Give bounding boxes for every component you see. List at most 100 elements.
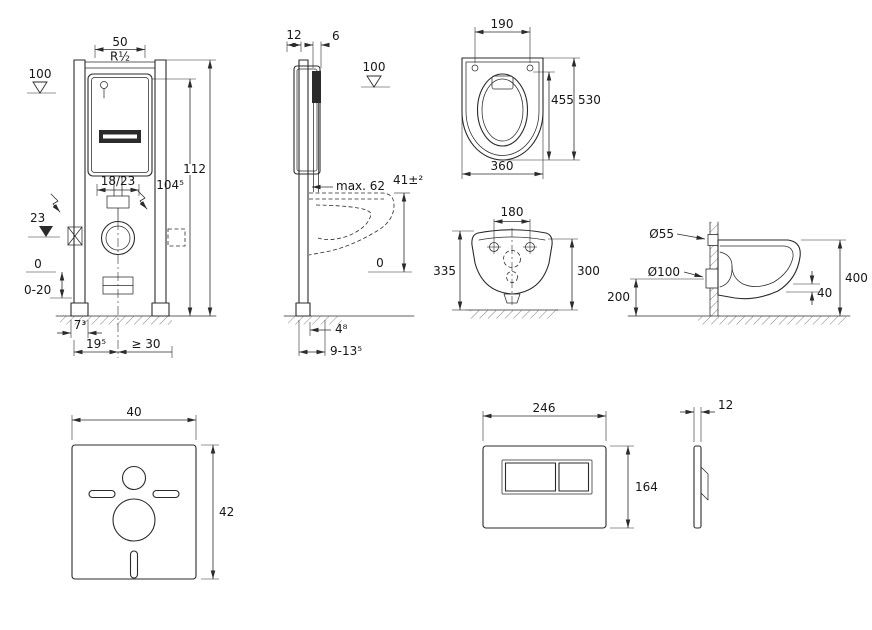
cistern-tank-inner xyxy=(91,77,149,173)
plate-side-dimensions xyxy=(680,407,715,442)
dim-max62-label: max. 62 xyxy=(336,179,385,193)
dim-mat-height-label: 42 xyxy=(219,505,234,519)
drain-pipe-stub xyxy=(705,268,719,289)
frame-front-dimensions xyxy=(26,45,216,358)
level-triangle-icon xyxy=(32,81,48,94)
brand-label xyxy=(99,130,141,143)
bowl-side-view: Ø55 Ø100 200 40 400 xyxy=(607,221,868,325)
mat-slot-bottom xyxy=(129,550,139,579)
dim-300-label: 300 xyxy=(577,264,600,278)
fill-valve xyxy=(100,81,108,99)
mat-slot-right xyxy=(152,489,180,499)
level-triangle-filled-icon xyxy=(39,226,53,237)
flush-plate-side-view: 12 xyxy=(680,398,733,529)
dim-400-label: 400 xyxy=(845,271,868,285)
dim-inner-height-label: 104⁵ xyxy=(156,178,184,192)
frame-side-dimensions xyxy=(286,41,412,356)
mounting-clip xyxy=(700,466,709,501)
floor-hatch xyxy=(288,316,342,325)
dim-48-label: 4⁸ xyxy=(335,322,348,336)
level-23-label: 23 xyxy=(30,211,45,225)
outlet-foot xyxy=(503,293,521,304)
wall-bracket xyxy=(167,228,186,247)
dim-40-label: 40 xyxy=(817,286,832,300)
dim-total-height-label: 112 xyxy=(183,162,206,176)
dia-55-label: Ø55 xyxy=(649,227,674,241)
trap-curve xyxy=(719,265,733,288)
zigzag-arrow-icon xyxy=(50,193,61,213)
flush-plate-front-view: 246 164 xyxy=(482,401,658,529)
bowl-cavity xyxy=(719,245,794,287)
button-frame xyxy=(501,459,593,495)
bowl-outline-dashed xyxy=(308,192,395,256)
dim-180-label: 180 xyxy=(501,205,524,219)
bowl-outline xyxy=(461,57,544,161)
mat-dimensions xyxy=(71,415,219,580)
floor-hatch xyxy=(698,316,846,325)
mat-hole-center xyxy=(112,498,156,542)
dim-200-label: 200 xyxy=(607,290,630,304)
dim-12-label: 12 xyxy=(286,28,301,42)
flush-opening xyxy=(491,75,514,90)
fixing-hole-right xyxy=(526,64,534,72)
plate-profile xyxy=(693,445,702,529)
dim-top-width-label: 50 xyxy=(112,35,127,49)
mat-slot-left xyxy=(88,489,116,499)
frame-rail-left xyxy=(73,59,86,304)
dim-center-offset-label: 19⁵ xyxy=(86,337,106,351)
dim-6-label: 6 xyxy=(332,29,340,43)
flush-pipe-profile xyxy=(312,71,321,103)
bowl-opening-inner xyxy=(481,78,524,142)
level-triangle-icon xyxy=(366,75,382,88)
frame-front-view: 50 R½ 100 112 104⁵ 18/23 23 0 0-20 7³ 19… xyxy=(24,35,217,358)
flush-pipe xyxy=(106,175,130,222)
level-0-label: 0 xyxy=(376,256,384,270)
cistern-profile-inner xyxy=(296,68,318,172)
dim-455-label: 455 xyxy=(551,93,574,107)
level-0-label: 0 xyxy=(34,257,42,271)
dim-depth-range-label: 9-13⁵ xyxy=(330,344,362,358)
bowl-rim-line xyxy=(478,236,546,241)
frame-rail-profile xyxy=(298,59,309,304)
mounting-foot-profile xyxy=(295,302,311,317)
dim-seat-height-label: 41±² xyxy=(393,173,423,187)
mounting-foot-left xyxy=(70,302,89,317)
dim-foot-range-label: 0-20 xyxy=(24,283,51,297)
flush-button-large xyxy=(504,462,557,492)
bowl-cavity-dashed xyxy=(315,204,372,240)
cistern-profile xyxy=(293,65,321,175)
bowl-front-view: 180 335 300 xyxy=(433,205,600,319)
plate-front-dimensions xyxy=(482,411,634,529)
flush-button-small xyxy=(558,462,590,492)
sound-insulation-mat-view: 40 42 xyxy=(71,405,234,580)
dim-plate-width-label: 246 xyxy=(533,401,556,415)
dim-min-side-label: ≥ 30 xyxy=(131,337,160,351)
bowl-top-view: 190 455 530 360 xyxy=(461,17,601,179)
zigzag-arrow-icon xyxy=(137,190,148,210)
bowl-top-dimensions xyxy=(461,27,580,179)
thread-size-label: R½ xyxy=(110,50,130,64)
bowl-outline xyxy=(471,229,553,295)
flush-pipe-stub xyxy=(707,234,719,246)
dim-tank-depth-label: 18/23 xyxy=(101,174,136,188)
dim-190-label: 190 xyxy=(491,17,514,31)
dim-mat-width-label: 40 xyxy=(126,405,141,419)
dim-360-label: 360 xyxy=(491,159,514,173)
dim-plate-height-label: 164 xyxy=(635,480,658,494)
mat-hole-top xyxy=(121,465,147,491)
dia-100-label: Ø100 xyxy=(648,265,680,279)
pipe-clamp xyxy=(67,226,83,246)
bowl-outline xyxy=(717,239,801,300)
dim-530-label: 530 xyxy=(578,93,601,107)
dim-foot-width-label: 7³ xyxy=(74,318,87,332)
fixing-hole-left xyxy=(471,64,479,72)
frame-side-view: 12 6 100 max. 62 41±² 0 4⁸ 9-13⁵ xyxy=(283,28,423,358)
cistern-tank xyxy=(87,73,153,177)
level-100-label: 100 xyxy=(363,60,386,74)
bowl-rim xyxy=(465,61,540,156)
bowl-front-dimensions xyxy=(452,219,578,311)
level-100-label: 100 xyxy=(29,67,52,81)
bowl-opening xyxy=(476,73,529,147)
